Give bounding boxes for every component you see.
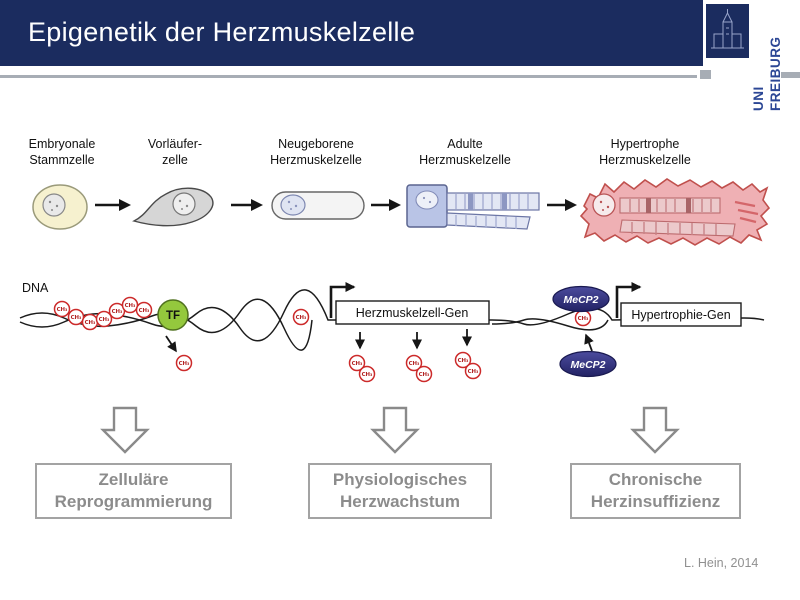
cell-stages-diagram — [32, 178, 771, 246]
header-underline-square — [700, 70, 711, 79]
svg-text:CH₃: CH₃ — [99, 317, 110, 323]
mecp2-label: MeCP2 — [570, 359, 605, 371]
svg-text:CH₃: CH₃ — [85, 320, 96, 326]
outcome-arrow-3 — [630, 406, 680, 454]
svg-text:CH₃: CH₃ — [352, 361, 363, 367]
ch3-methyl-mark: CH₃ — [405, 354, 423, 372]
svg-text:CH₃: CH₃ — [419, 372, 430, 378]
ch3-methyl-mark: CH₃ — [135, 301, 153, 319]
svg-text:CH₃: CH₃ — [179, 361, 190, 367]
adult-branch-stripes — [455, 215, 517, 229]
outcome-box-reprogrammierung: Zelluläre Reprogrammierung — [35, 463, 232, 519]
hypertrophic-stripes-2 — [631, 222, 717, 235]
outcome-arrow-1 — [100, 406, 150, 454]
svg-text:CH₃: CH₃ — [125, 303, 136, 309]
hypertrophic-cell — [579, 178, 771, 246]
logo-unifreiburg: UNI FREIBURG — [750, 15, 784, 112]
ch3-cluster: CH₃ CH₃ CH₃ CH₃ CH₃ CH₃ CH₃ — [53, 296, 153, 331]
ch3-methyl-mark: CH₃ — [574, 309, 592, 327]
header-corner-dash — [781, 72, 800, 78]
mecp2-binding-arrow — [584, 333, 594, 352]
newborn-cell — [271, 191, 365, 220]
adult-sarcomere-stripes — [455, 194, 529, 209]
stage-arrow-1 — [95, 199, 131, 211]
outcome-arrow-2 — [370, 406, 420, 454]
stage-arrow-2 — [231, 199, 263, 211]
svg-text:CH₃: CH₃ — [57, 307, 68, 313]
ch3-methyl-mark: CH₃ — [454, 351, 472, 369]
ch3-methyl-mark: CH₃ — [348, 354, 366, 372]
mecp2-bound: MeCP2 — [552, 285, 610, 313]
dna-strand-2b — [491, 318, 609, 331]
adult-cell — [406, 184, 540, 230]
hypertrophic-stripes-1 — [629, 199, 712, 212]
university-seal — [706, 4, 749, 58]
outcome-label: Zelluläre Reprogrammierung — [54, 469, 213, 511]
hypertrophic-accent-stripes — [734, 200, 759, 224]
svg-text:CH₃: CH₃ — [296, 315, 307, 321]
newborn-nucleus-dots — [287, 200, 298, 210]
svg-text:CH₃: CH₃ — [578, 316, 589, 322]
outcome-box-herzwachstum: Physiologisches Herzwachstum — [308, 463, 492, 519]
precursor-nucleus-dots — [178, 199, 189, 210]
logo-uni-text: UNI — [751, 86, 766, 111]
stage-label-neugeborene: Neugeborene Herzmuskelzelle — [270, 137, 362, 167]
outcome-arrows — [100, 406, 680, 454]
ch3-methyl-mark: CH₃ — [121, 296, 139, 314]
tf-label: TF — [166, 310, 180, 322]
ch3-methyl-mark: CH₃ — [175, 354, 193, 372]
ch3-methyl-mark: CH₃ — [53, 300, 71, 318]
svg-text:CH₃: CH₃ — [409, 361, 420, 367]
demethylation-arrow — [165, 335, 177, 353]
ch3-methyl-mark: CH₃ — [358, 365, 376, 383]
transcription-arrow-2 — [615, 282, 642, 318]
stem-cell-nucleus-dots — [48, 200, 59, 211]
page-title: Epigenetik der Herzmuskelzelle — [28, 17, 416, 47]
tf-transcription-factor: TF — [157, 299, 189, 331]
ch3-methyl-mark: CH₃ — [81, 313, 99, 331]
stage-label-embryonale-stammzelle: Embryonale Stammzelle — [28, 137, 96, 167]
outcome-box-herzinsuffizienz: Chronische Herzinsuffizienz — [570, 463, 741, 519]
dna-methylation-diagram: Herzmuskelzell-Gen Hypertrophie-Gen TF C… — [19, 282, 765, 383]
svg-text:CH₃: CH₃ — [468, 369, 479, 375]
ch3-methyl-mark: CH₃ — [95, 310, 113, 328]
gene1-label: Herzmuskelzell-Gen — [356, 306, 469, 320]
gene-box-hypertrophie: Hypertrophie-Gen — [620, 302, 742, 327]
stage-arrow-3 — [371, 199, 401, 211]
gene2-label: Hypertrophie-Gen — [631, 308, 730, 322]
header-bar — [0, 0, 703, 66]
header-underline — [0, 75, 697, 78]
stage-label-vorlaeuferzelle: Vorläufer- zelle — [147, 137, 203, 167]
university-seal-icon — [711, 9, 744, 49]
ch3-methyl-mark: CH₃ — [464, 362, 482, 380]
svg-text:CH₃: CH₃ — [458, 358, 469, 364]
ch3-methyl-mark: CH₃ — [67, 308, 85, 326]
svg-text:CH₃: CH₃ — [139, 308, 150, 314]
mecp2-label: MeCP2 — [563, 294, 598, 306]
transcription-arrow-1 — [329, 282, 356, 318]
precursor-cell — [132, 187, 214, 227]
outcome-label: Chronische Herzinsuffizienz — [590, 469, 721, 511]
dna-label: DNA — [22, 281, 49, 295]
gene-box-herzmuskelzell: Herzmuskelzell-Gen — [335, 300, 490, 325]
mecp2-free: MeCP2 — [559, 350, 617, 378]
svg-text:CH₃: CH₃ — [71, 315, 82, 321]
outcome-label: Physiologisches Herzwachstum — [332, 469, 468, 511]
svg-text:CH₃: CH₃ — [362, 372, 373, 378]
svg-text:CH₃: CH₃ — [112, 309, 123, 315]
logo-freiburg-text: FREIBURG — [768, 36, 783, 112]
ch3-methyl-mark: CH₃ — [415, 365, 433, 383]
citation: L. Hein, 2014 — [684, 556, 759, 570]
stage-label-adulte: Adulte Herzmuskelzelle — [419, 137, 511, 167]
ch3-methyl-mark: CH₃ — [292, 308, 310, 326]
stem-cell — [32, 184, 88, 230]
stage-label-hypertrophe: Hypertrophe Herzmuskelzelle — [599, 137, 691, 167]
stage-arrow-4 — [547, 199, 577, 211]
